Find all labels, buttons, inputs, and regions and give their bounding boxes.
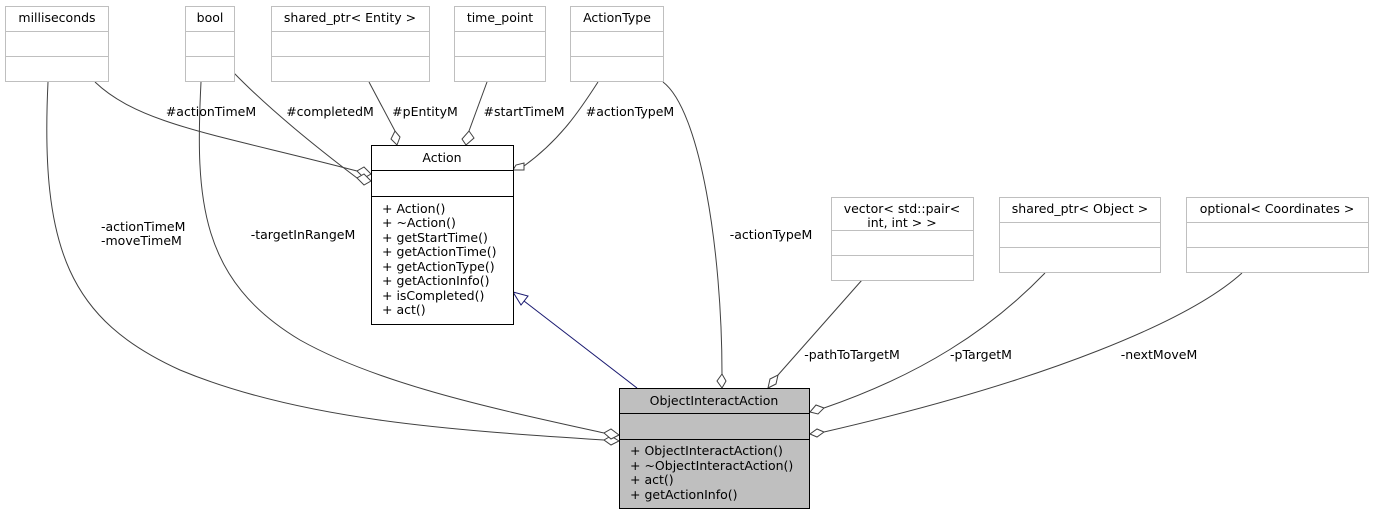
class-milliseconds-name: milliseconds <box>18 10 95 25</box>
label-action-time-private: -actionTimeM <box>101 219 185 234</box>
class-vector-pair: vector< std::pair< int, int > > <box>831 197 974 281</box>
edge-action-time <box>94 81 372 179</box>
method-get-action-type: + getActionType() <box>382 259 495 274</box>
class-bool: bool <box>185 6 235 82</box>
class-action-type: ActionType <box>570 6 664 82</box>
class-shared-ptr-entity-name: shared_ptr< Entity > <box>284 10 416 25</box>
label-next-move: -nextMoveM <box>1121 347 1198 362</box>
method-object-interact-get-action-info: + getActionInfo() <box>630 487 738 502</box>
edge-path-to-target <box>767 279 863 389</box>
label-action-type-private: -actionTypeM <box>730 227 812 242</box>
class-object-interact-action-name: ObjectInteractAction <box>650 393 779 408</box>
edge-next-move <box>808 272 1243 438</box>
class-vector-pair-name-line2: int, int > > <box>867 215 936 230</box>
label-p-entity: #pEntityM <box>392 104 458 119</box>
edge-action-move-time <box>46 81 621 446</box>
edge-target-in-range <box>198 81 620 440</box>
label-move-time: -moveTimeM <box>101 233 182 248</box>
method-act: + act() <box>382 302 426 317</box>
label-path-to-target: -pathToTargetM <box>804 347 900 362</box>
class-optional-coordinates-name: optional< Coordinates > <box>1200 201 1355 216</box>
edge-p-entity <box>368 81 401 146</box>
class-optional-coordinates: optional< Coordinates > <box>1186 197 1369 273</box>
label-target-in-range: -targetInRangeM <box>251 227 356 242</box>
class-action: Action + Action() + ~Action() + getStart… <box>371 145 514 325</box>
edge-start-time <box>461 81 488 146</box>
label-completed: #completedM <box>286 104 374 119</box>
method-get-action-time: + getActionTime() <box>382 244 496 259</box>
class-action-name: Action <box>422 150 461 165</box>
class-shared-ptr-entity: shared_ptr< Entity > <box>271 6 430 82</box>
method-action-dtor: + ~Action() <box>382 215 456 230</box>
inheritance-edge <box>511 291 638 389</box>
edge-action-type-private <box>662 81 727 389</box>
label-action-type-protected: #actionTypeM <box>586 104 674 119</box>
class-object-interact-action: ObjectInteractAction + ObjectInteractAct… <box>619 388 810 509</box>
method-action-ctor: + Action() <box>382 201 445 216</box>
class-action-type-name: ActionType <box>583 10 651 25</box>
method-object-interact-dtor: + ~ObjectInteractAction() <box>630 458 793 473</box>
class-shared-ptr-object-name: shared_ptr< Object > <box>1012 201 1148 216</box>
class-bool-name: bool <box>197 10 224 25</box>
method-get-action-info: + getActionInfo() <box>382 273 490 288</box>
class-time-point-name: time_point <box>467 10 533 25</box>
method-get-start-time: + getStartTime() <box>382 230 488 245</box>
label-start-time: #startTimeM <box>484 104 565 119</box>
method-is-completed: + isCompleted() <box>382 288 484 303</box>
class-shared-ptr-object: shared_ptr< Object > <box>999 197 1161 273</box>
label-p-target: -pTargetM <box>950 347 1012 362</box>
edge-p-target <box>809 272 1046 415</box>
class-milliseconds: milliseconds <box>5 6 109 82</box>
label-action-time: #actionTimeM <box>166 104 256 119</box>
method-object-interact-act: + act() <box>630 472 674 487</box>
class-time-point: time_point <box>454 6 546 82</box>
edge-completed <box>233 72 372 186</box>
method-object-interact-ctor: + ObjectInteractAction() <box>630 443 783 458</box>
edge-action-type-protected <box>512 81 599 171</box>
class-vector-pair-name-line1: vector< std::pair< <box>844 201 961 216</box>
